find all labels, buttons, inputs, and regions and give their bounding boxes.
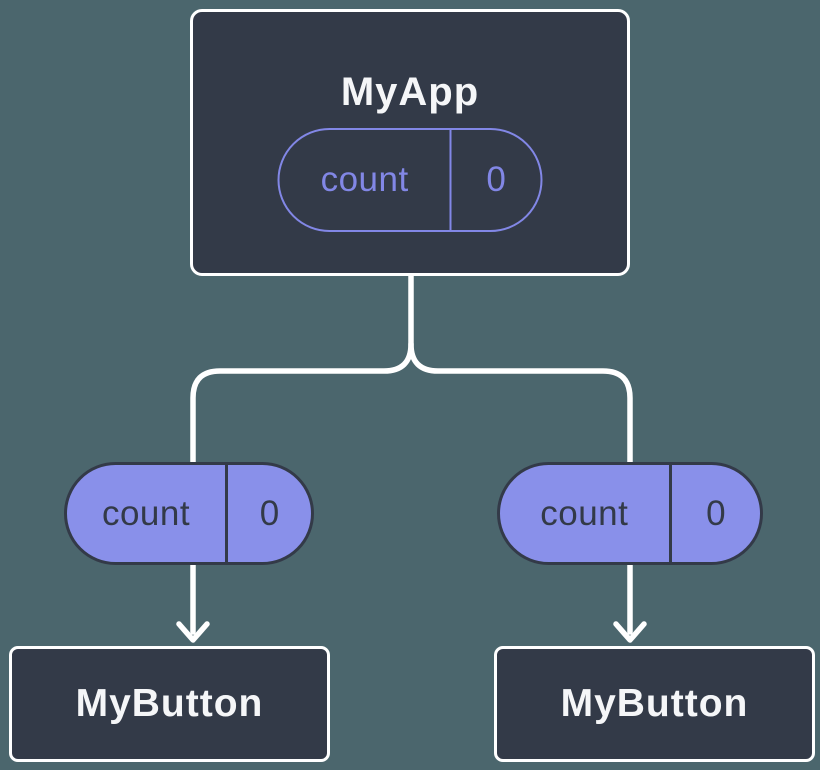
component-name-label: MyApp — [340, 70, 480, 114]
prop-name-label: count — [500, 465, 672, 562]
arrowhead-down-icon — [176, 621, 210, 643]
prop-value-label: 0 — [259, 493, 280, 533]
prop-pill-right-child: count 0 — [497, 462, 763, 565]
prop-name-label: count — [67, 465, 229, 562]
component-node-child-right: MyButton — [494, 646, 815, 762]
arrowhead-down-icon — [613, 621, 647, 643]
edge-root-to-right-child — [408, 341, 633, 635]
prop-pill-left-child: count 0 — [64, 462, 314, 565]
component-node-root: MyApp count 0 — [190, 9, 630, 276]
edge-root-to-left-child — [190, 269, 414, 635]
prop-value-label: 0 — [706, 493, 726, 533]
prop-name-label: count — [280, 130, 452, 230]
prop-value-label: 0 — [486, 160, 506, 199]
prop-pill-outline: count 0 — [277, 128, 543, 232]
component-node-child-left: MyButton — [9, 646, 330, 762]
